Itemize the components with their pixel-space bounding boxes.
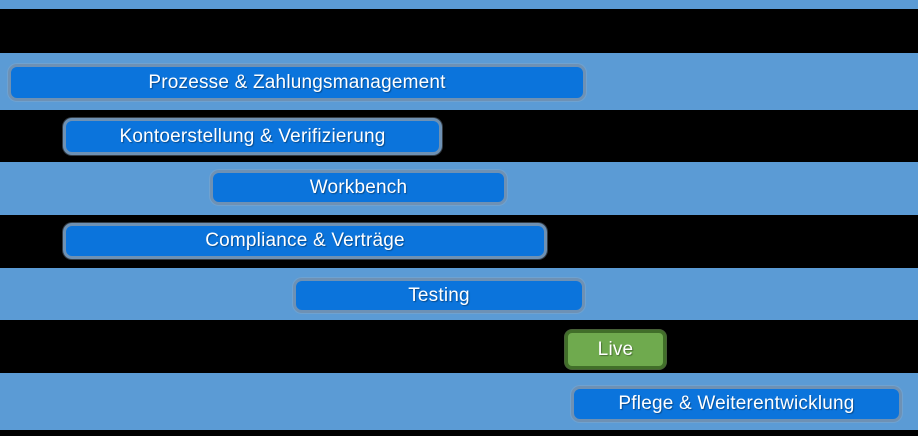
phase-bar-kontoerstellung-verifizierung: Kontoerstellung & Verifizierung (63, 118, 442, 155)
phase-label: Workbench (309, 176, 408, 198)
phase-bar-workbench: Workbench (210, 170, 507, 205)
phase-bar-pflege-weiterentwicklung: Pflege & Weiterentwicklung (571, 386, 902, 422)
phase-label: Live (597, 338, 634, 360)
phase-label: Pflege & Weiterentwicklung (618, 393, 855, 414)
timeline-band (0, 0, 918, 9)
phase-bar-compliance-vertraege: Compliance & Verträge (63, 223, 547, 259)
phase-bar-prozesse-zahlungsmanagement: Prozesse & Zahlungsmanagement (8, 64, 586, 101)
phase-label: Kontoerstellung & Verifizierung (119, 125, 386, 147)
phase-bar-live: Live (565, 330, 666, 369)
phase-bar-testing: Testing (293, 278, 585, 313)
phase-label: Testing (408, 284, 470, 306)
phase-label: Compliance & Verträge (205, 230, 405, 251)
phase-label: Prozesse & Zahlungsmanagement (148, 71, 446, 93)
